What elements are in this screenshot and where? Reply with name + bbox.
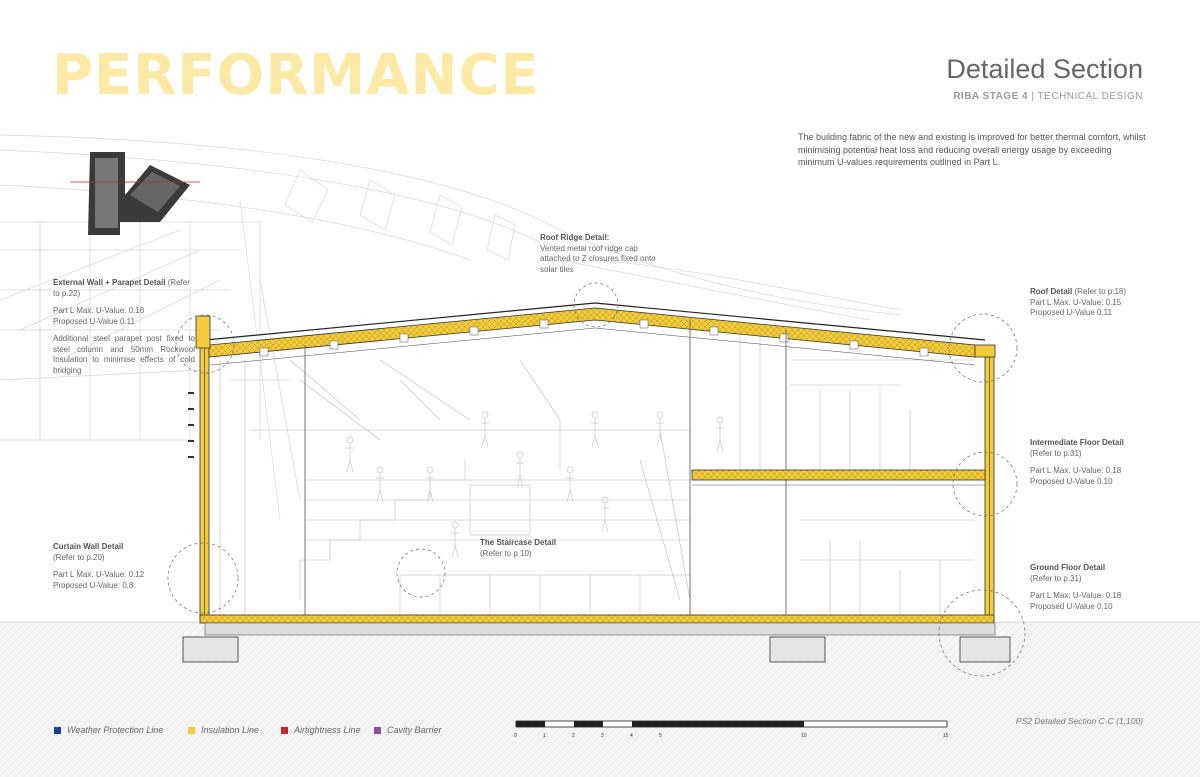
note-ground-floor: Ground Floor Detail (Refer to p.31) Part… [1030,563,1170,612]
scale-label-3: 3 [601,733,604,739]
note-max: Part L Max. U-Value: 0.18 [1030,591,1122,600]
note-title: Intermediate Floor Detail [1030,438,1124,447]
note-max: Part L Max. U-Value: 0.18 [1030,466,1122,475]
note-intermediate-floor: Intermediate Floor Detail (Refer to p.31… [1030,438,1180,487]
drawing-caption: PS2 Detailed Section C-C (1:100) [1015,716,1143,726]
stage-label: RIBA STAGE 4 | TECHNICAL DESIGN [953,91,1143,102]
key-plan [70,152,200,235]
scale-bar: 0 1 2 3 4 5 10 15 [514,720,949,739]
note-ref: (Refer to p.20) [53,552,105,562]
note-title: Roof Detail [1030,287,1073,296]
note-ref: (Refer to p.31) [1030,573,1082,583]
note-proposed: Proposed U-Value 0.10 [1030,601,1113,611]
legend-label: Insulation Line [201,725,260,735]
scale-label-4: 4 [630,733,633,739]
note-title: External Wall + Parapet Detail [53,278,166,287]
callout-roof [948,313,1018,383]
note-roof-ridge: Roof Ridge Detail: Vented metal roof rid… [540,233,658,275]
interior-sketch [219,330,975,616]
note-curtain-wall: Curtain Wall Detail (Refer to p.20) Part… [53,542,183,591]
scale-label-10: 10 [801,733,807,739]
detail-callouts [167,282,1026,677]
note-title: Roof Ridge Detail: [540,233,610,242]
section-title: Detailed Section [946,54,1143,84]
note-external-wall: External Wall + Parapet Detail (Refer to… [53,278,195,376]
note-proposed: Proposed U-Value 0.10 [1030,476,1113,486]
note-proposed: Proposed U-Value: 0.8 [53,580,134,590]
intermediate-floor [691,469,986,481]
callout-intermediate [952,451,1018,517]
legend-airtightness: Airtightness Line [281,725,361,735]
stage-bold: RIBA STAGE 4 [953,91,1029,102]
note-ref: (Refer to p.22) [53,278,190,298]
legend-label: Airtightness Line [294,725,361,735]
legend-swatch [281,726,288,734]
note-ref: (Refer to p.10) [480,548,532,558]
note-body: Vented metal roof ridge cap attached to … [540,243,656,274]
page-title: PERFORMANCE [52,43,540,108]
note-max: Part L Max. U-Value: 0.15 [1030,297,1122,307]
note-title: Ground Floor Detail [1030,563,1106,572]
callout-external-wall [175,314,235,374]
note-proposed: Proposed U-Value 0.11 [53,316,135,326]
building-section [182,302,1011,663]
callout-ground [938,589,1026,677]
legend-weather: Weather Protection Line [54,725,163,735]
legend-swatch [54,726,61,734]
note-proposed: Proposed U-Value 0.11 [1030,308,1112,317]
callout-staircase [396,548,446,598]
note-ref: (Refer to p.31) [1030,448,1082,458]
scale-label-0: 0 [514,733,517,739]
legend-label: Cavity Barrier [387,725,442,735]
scale-label-1: 1 [543,733,546,739]
roof-insulation [208,307,976,358]
note-max: Part L Max. U-Value: 0.12 [53,570,145,579]
scale-label-15: 15 [943,733,949,739]
stage-rest: | TECHNICAL DESIGN [1028,91,1143,102]
scale-label-5: 5 [659,733,662,739]
legend-label: Weather Protection Line [67,725,164,735]
note-max: Part L Max. U-Value: 0.18 [53,306,145,315]
scale-label-2: 2 [572,733,575,739]
people-figures [346,411,724,558]
legend-cavity: Cavity Barrier [374,725,442,735]
callout-roof-ridge [573,282,619,328]
note-title: The Staircase Detail [480,538,557,547]
legend-swatch [374,726,381,734]
note-staircase: The Staircase Detail (Refer to p.10) [480,538,590,559]
note-body: Additional steel parapet post fixed to s… [53,334,195,375]
note-roof: Roof Detail (Refer to p.18) Part L Max. … [1030,287,1170,319]
ground-floor-slab [199,614,995,624]
callout-curtain [167,542,239,614]
note-title: Curtain Wall Detail [53,542,124,551]
intro-text: The building fabric of the new and exist… [798,132,1146,167]
legend-insulation: Insulation Line [188,725,259,735]
note-ref: (Refer to p.18) [1072,287,1127,296]
legend-swatch [188,726,195,734]
